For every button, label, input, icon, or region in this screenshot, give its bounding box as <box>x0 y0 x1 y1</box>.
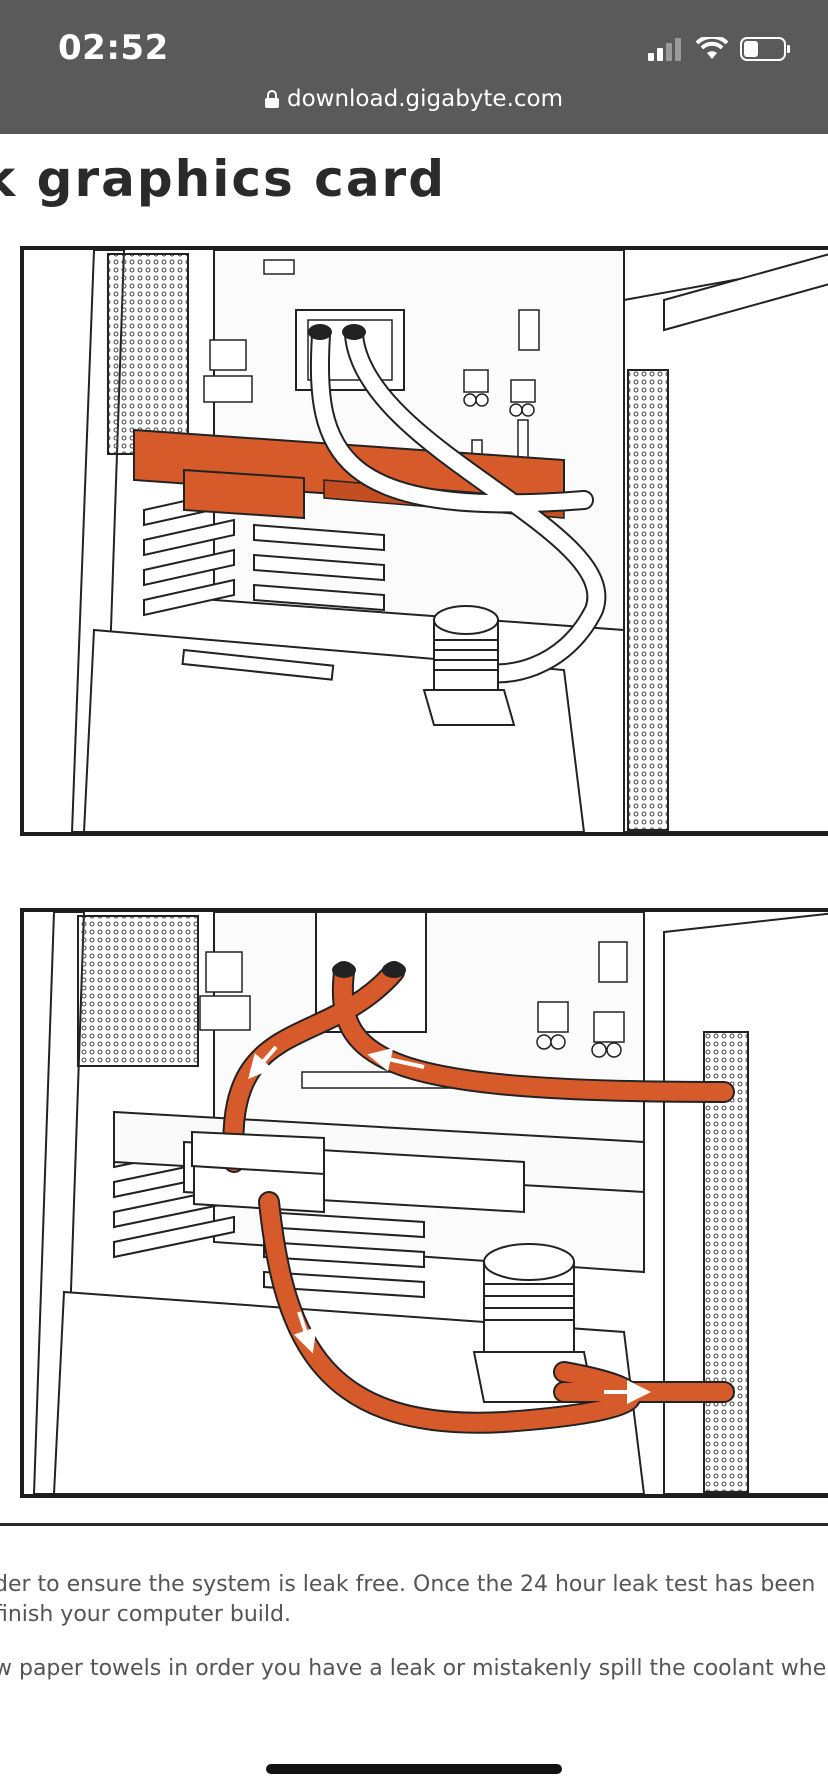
status-icons <box>648 34 792 64</box>
status-bar: 02:52 download.gigabyte.com <box>0 0 828 134</box>
url-text: download.gigabyte.com <box>286 86 564 112</box>
url-bar[interactable]: download.gigabyte.com <box>0 86 828 112</box>
pc-case-illustration <box>70 250 828 832</box>
rear-mesh-2 <box>77 915 199 1067</box>
front-mesh <box>627 369 669 831</box>
page-heading: k graphics card <box>0 150 447 208</box>
instruction-paragraph-2: w paper towels in order you have a leak … <box>0 1654 828 1684</box>
figure-after-loop <box>20 908 828 1498</box>
cellular-signal-icon <box>648 38 681 61</box>
paragraph-1-line-1: der to ensure the system is leak free. O… <box>0 1572 816 1597</box>
front-mesh-2 <box>703 1031 749 1493</box>
paragraph-2-line-1: w paper towels in order you have a leak … <box>0 1656 828 1681</box>
section-divider <box>0 1523 828 1526</box>
lock-icon <box>264 90 279 108</box>
wifi-icon <box>696 37 728 59</box>
pc-case-illustration-2 <box>32 912 828 1494</box>
paragraph-1-line-2: finish your computer build. <box>0 1602 291 1627</box>
instruction-paragraph-1: der to ensure the system is leak free. O… <box>0 1570 815 1630</box>
battery-icon <box>740 37 790 61</box>
rear-mesh <box>107 253 189 455</box>
pump-reservoir <box>422 605 516 726</box>
figure-before-loop <box>20 246 828 836</box>
clock: 02:52 <box>58 28 169 68</box>
home-indicator[interactable] <box>266 1764 562 1774</box>
